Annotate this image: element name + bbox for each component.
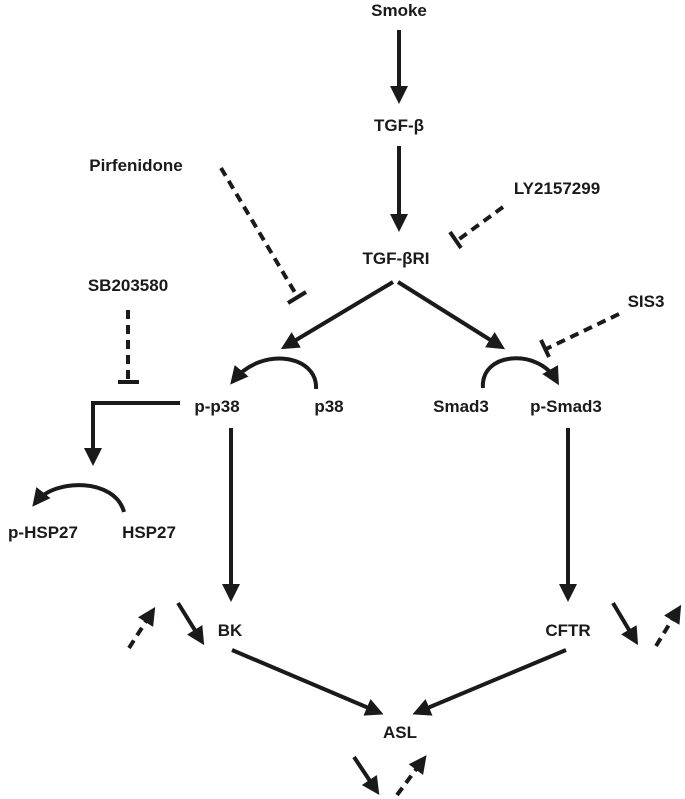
arrow-tgfbri-to-p38: [280, 280, 395, 350]
node-p-p38: p-p38: [194, 397, 239, 416]
node-cftr: CFTR: [545, 621, 590, 640]
inhibit-pirfenidone: [219, 166, 299, 298]
inhibit-bar-sis3: [539, 339, 551, 358]
node-sis3: SIS3: [628, 292, 665, 311]
arrow-bk-to-asl: [231, 648, 384, 716]
inhibit-ly2157299: [456, 205, 505, 242]
node-tgf-beta-ri: TGF-βRI: [362, 249, 429, 268]
inhibit-bar-pirfenidone: [286, 290, 308, 305]
trend-down-bk: [176, 601, 205, 646]
node-p-hsp27: p-HSP27: [8, 523, 78, 542]
node-pirfenidone: Pirfenidone: [89, 156, 183, 175]
node-ly2157299: LY2157299: [514, 179, 600, 198]
inhibit-bar-ly2157299: [448, 230, 463, 250]
inhibit-sis3: [545, 312, 620, 351]
node-tgf-beta: TGF-β: [374, 116, 424, 135]
node-smoke: Smoke: [371, 1, 427, 20]
arrow-tgfbri-to-smad3: [396, 280, 506, 350]
node-sb203580: SB203580: [88, 276, 168, 295]
trend-down-asl: [352, 755, 380, 795]
trend-up-asl: [395, 755, 427, 797]
arrow-hsp27-phosphorylation: [32, 483, 126, 513]
arrow-pp38-to-hsp27: [84, 401, 180, 466]
arrow-cftr-to-asl: [412, 648, 567, 716]
node-hsp27: HSP27: [122, 523, 176, 542]
trend-down-cftr: [611, 601, 639, 646]
node-p38: p38: [314, 397, 343, 416]
node-bk: BK: [218, 621, 243, 640]
arrow-smad3-phosphorylation: [480, 356, 559, 389]
node-p-smad3: p-Smad3: [530, 397, 602, 416]
arrow-p38-phosphorylation: [230, 356, 319, 390]
trend-up-bk: [127, 606, 156, 650]
trend-up-cftr: [654, 604, 682, 648]
node-asl: ASL: [383, 723, 417, 742]
node-smad3: Smad3: [433, 397, 489, 416]
